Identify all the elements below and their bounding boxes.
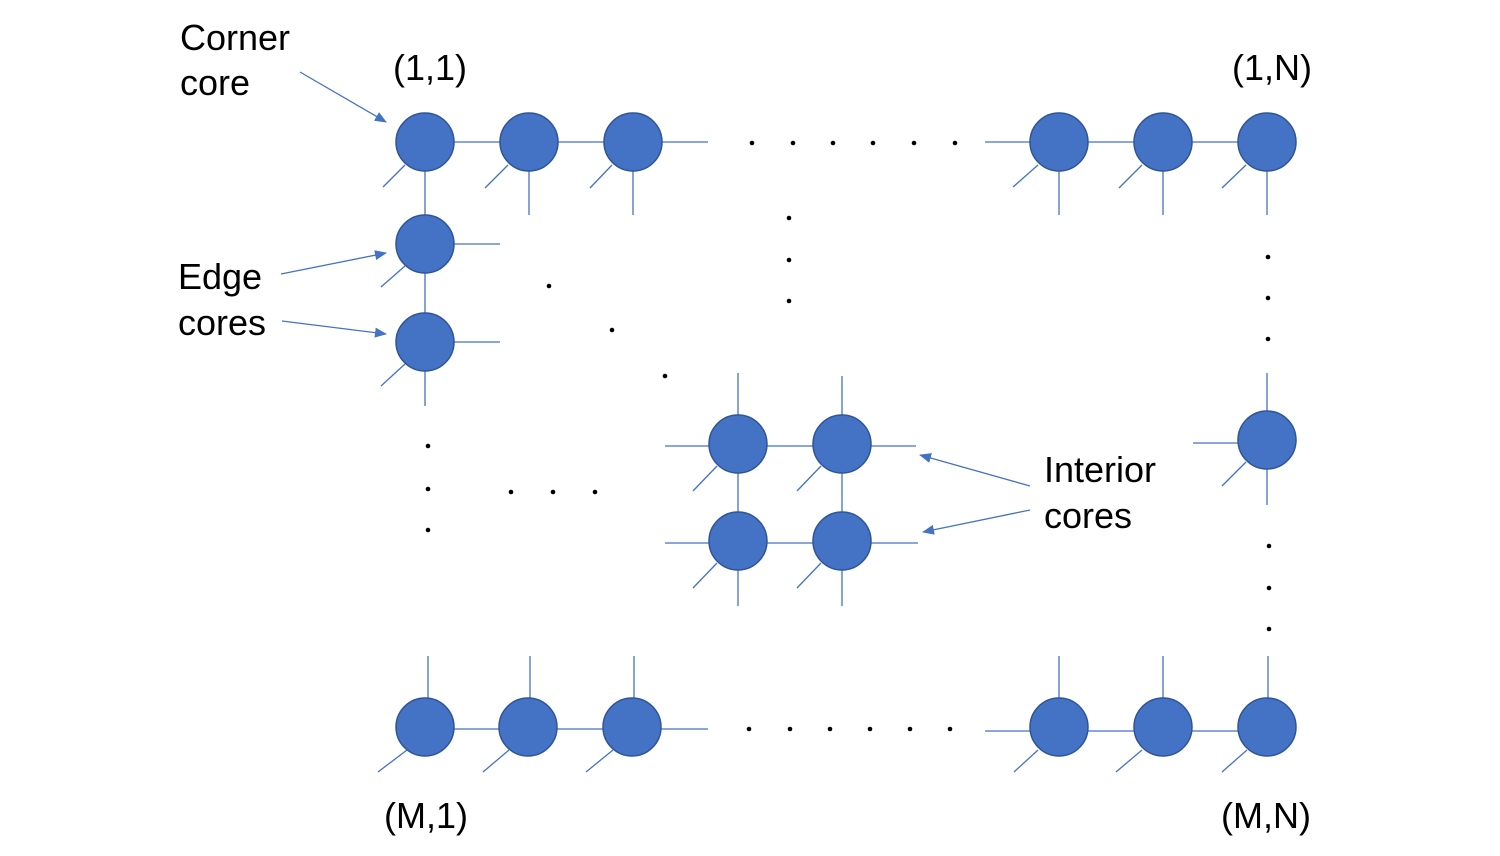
stub: [484, 164, 509, 189]
ellipsis-dot: [786, 215, 792, 221]
ellipsis-dot: [662, 373, 668, 379]
ellipsis-dot: [790, 140, 796, 146]
ellipsis-dot: [609, 327, 615, 333]
stub: [380, 363, 406, 387]
stub: [1012, 164, 1039, 188]
ellipsis-dot: [830, 140, 836, 146]
edge-core: [1133, 697, 1193, 757]
text-labels: Corner core (1,1) (1,N) Edge cores Inter…: [178, 17, 1312, 836]
ellipsis-dot: [786, 257, 792, 263]
interior-core: [812, 414, 872, 474]
edge-core: [395, 312, 455, 372]
ellipsis-dot: [1265, 254, 1271, 260]
edge-core: [603, 112, 663, 172]
stub: [585, 749, 614, 773]
interior-core-arrow-2: [922, 509, 1031, 535]
edge-core: [1029, 112, 1089, 172]
ellipsis-dot: [952, 140, 958, 146]
corner-core-arrow: [299, 71, 387, 123]
bottom-right-index-label: (M,N): [1221, 795, 1311, 836]
edge-core: [1029, 697, 1089, 757]
ellipsis-dot: [827, 726, 833, 732]
stub: [796, 562, 822, 589]
top-right-index-label: (1,N): [1232, 47, 1312, 88]
stub: [796, 465, 822, 492]
ellipsis-dot: [749, 140, 755, 146]
stub: [1115, 749, 1143, 773]
ellipsis-dot: [1266, 543, 1272, 549]
edge-core: [499, 112, 559, 172]
ellipsis-dot: [867, 726, 873, 732]
ellipsis-dot: [1265, 336, 1271, 342]
ellipsis-dot: [1266, 585, 1272, 591]
interior-core: [812, 511, 872, 571]
stub: [1221, 749, 1248, 773]
ellipsis-dot: [425, 527, 431, 533]
interior-cores-label-line2: cores: [1044, 495, 1132, 536]
stub: [380, 265, 406, 288]
ellipsis-dot: [870, 140, 876, 146]
ellipsis-dot: [592, 489, 598, 495]
stub: [482, 749, 510, 773]
ellipsis-dot: [425, 486, 431, 492]
corner-core-label-line2: core: [180, 62, 250, 103]
stub: [1221, 461, 1247, 487]
ellipsis-dot: [1265, 295, 1271, 301]
stub: [377, 749, 408, 773]
ellipsis-dots: [425, 140, 1272, 732]
stub: [692, 562, 718, 589]
ellipsis-dot: [546, 283, 552, 289]
edge-core-arrow-1: [280, 250, 387, 275]
ellipsis-dot: [786, 298, 792, 304]
edge-cores-label-line1: Edge: [178, 256, 262, 297]
corner-core-label-line1: Corner: [180, 17, 290, 58]
edge-core: [1133, 112, 1193, 172]
ellipsis-dot: [911, 140, 917, 146]
corner-core-top-right: [1237, 112, 1297, 172]
ellipsis-dot: [425, 443, 431, 449]
edge-core: [395, 214, 455, 274]
interior-core: [708, 511, 768, 571]
edge-cores-label-line2: cores: [178, 302, 266, 343]
ellipsis-dot: [1266, 626, 1272, 632]
corner-core-bottom-right: [1237, 697, 1297, 757]
ellipsis-dot: [508, 489, 514, 495]
ellipsis-dot: [787, 726, 793, 732]
ellipsis-dot: [907, 726, 913, 732]
interior-core-arrow-1: [919, 453, 1031, 487]
stub: [382, 164, 406, 188]
stub: [1013, 749, 1039, 773]
edge-core: [602, 697, 662, 757]
edge-core: [498, 697, 558, 757]
annotation-arrows: [280, 71, 1031, 535]
stub: [692, 465, 718, 492]
core-nodes: [395, 112, 1297, 757]
top-left-index-label: (1,1): [393, 47, 467, 88]
stub: [1118, 164, 1143, 189]
interior-cores-label-line1: Interior: [1044, 449, 1156, 490]
corner-core-bottom-left: [395, 697, 455, 757]
ellipsis-dot: [746, 726, 752, 732]
stub: [1221, 164, 1247, 189]
corner-core-top-left: [395, 112, 455, 172]
bottom-left-index-label: (M,1): [384, 795, 468, 836]
edge-core-arrow-2: [281, 320, 387, 338]
ellipsis-dot: [947, 726, 953, 732]
edge-core: [1237, 410, 1297, 470]
stub: [589, 164, 613, 189]
interior-core: [708, 414, 768, 474]
ellipsis-dot: [550, 489, 556, 495]
